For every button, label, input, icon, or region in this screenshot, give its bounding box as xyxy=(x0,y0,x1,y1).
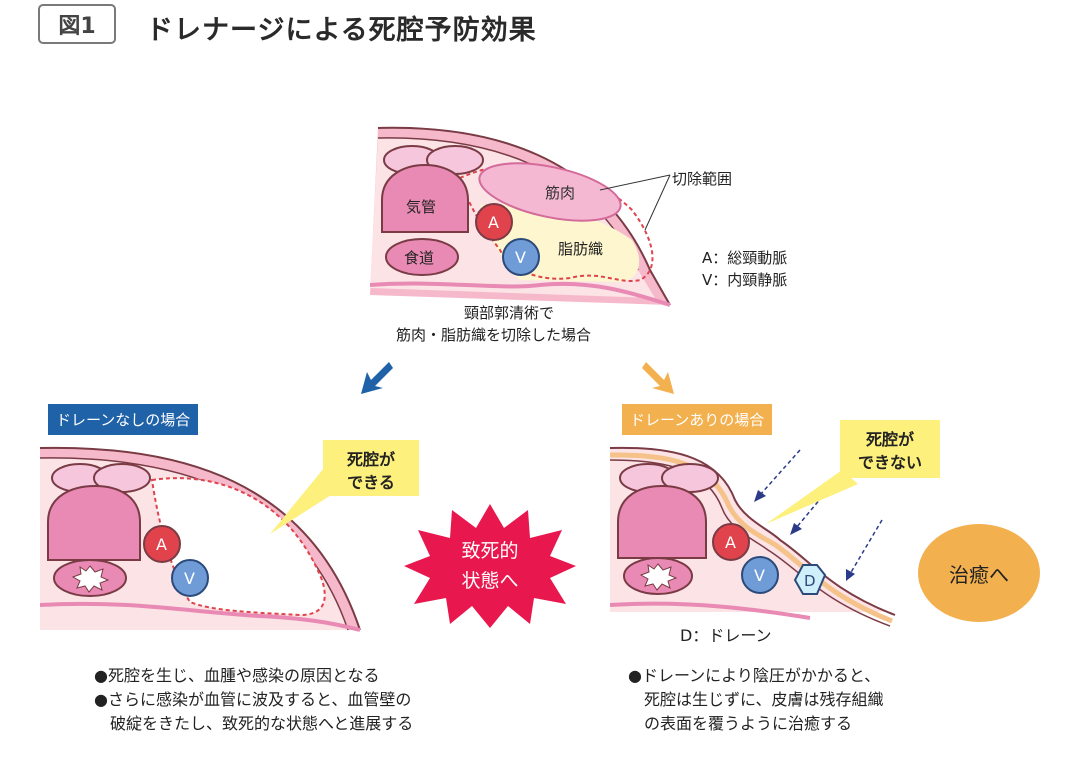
legend-a: A：総頸動脈 xyxy=(702,249,788,267)
arrow-left-down xyxy=(361,362,393,394)
top-muscle-label: 筋肉 xyxy=(545,184,575,202)
legend-v: V：内頸静脈 xyxy=(702,271,788,289)
left-callout-line2: できる xyxy=(347,473,395,492)
right-artery xyxy=(712,523,750,561)
top-trachea-label: 気管 xyxy=(406,198,436,216)
top-caption-line1: 頸部郭清術で xyxy=(464,304,555,322)
svg-text:A: A xyxy=(488,213,499,232)
burst-line1: 致死的 xyxy=(461,540,519,562)
heal-circle: 治癒へ xyxy=(918,524,1040,622)
svg-text:V: V xyxy=(184,569,195,588)
svg-text:V: V xyxy=(515,248,526,267)
figure-label: 図1 xyxy=(38,4,116,44)
left-callout-line1: 死腔が xyxy=(346,450,395,469)
drain-legend: D：ドレーン xyxy=(680,626,772,645)
top-muscle xyxy=(478,162,622,222)
right-callout-line1: 死腔が xyxy=(865,430,914,449)
left-vein xyxy=(171,559,209,597)
resection-range-label: 切除範囲 xyxy=(672,170,733,188)
right-callout: 死腔が できない xyxy=(840,420,940,478)
top-vein xyxy=(502,238,540,276)
left-tag: ドレーンなしの場合 xyxy=(48,404,199,435)
arrow-right-down xyxy=(642,362,674,394)
top-esophagus-label: 食道 xyxy=(404,249,434,267)
svg-text:A: A xyxy=(725,533,736,552)
burst-line2: 状態へ xyxy=(461,570,519,592)
right-tag: ドレーンありの場合 xyxy=(622,404,773,435)
right-vein xyxy=(741,556,779,594)
svg-text:V: V xyxy=(754,566,765,585)
right-bullets: ●ドレーンにより陰圧がかかると、 死腔は生じずに、皮膚は残存組織 の表面を覆うよ… xyxy=(628,666,884,733)
left-callout: 死腔が できる xyxy=(323,440,419,496)
top-esophagus xyxy=(385,238,459,276)
left-cross-section: A V xyxy=(40,446,361,632)
top-artery xyxy=(475,203,513,241)
figure-title: ドレナージによる死腔予防効果 xyxy=(146,15,537,46)
svg-text:D: D xyxy=(804,572,816,590)
top-fat-label: 脂肪織 xyxy=(558,240,603,258)
left-artery xyxy=(143,525,181,563)
lethal-burst xyxy=(404,504,576,628)
right-cross-section: A V D xyxy=(610,446,896,627)
top-trachea xyxy=(381,163,469,233)
left-bullets: ●死腔を生じ、血腫や感染の原因となる ●さらに感染が血管に波及すると、血管壁の … xyxy=(94,666,414,733)
right-callout-line2: できない xyxy=(857,453,922,472)
drain-tube xyxy=(793,564,827,595)
svg-text:A: A xyxy=(156,535,167,554)
top-cross-section: 筋肉 気管 食道 A V 脂肪織 xyxy=(370,126,671,307)
top-caption-line2: 筋肉・脂肪織を切除した場合 xyxy=(396,326,592,344)
